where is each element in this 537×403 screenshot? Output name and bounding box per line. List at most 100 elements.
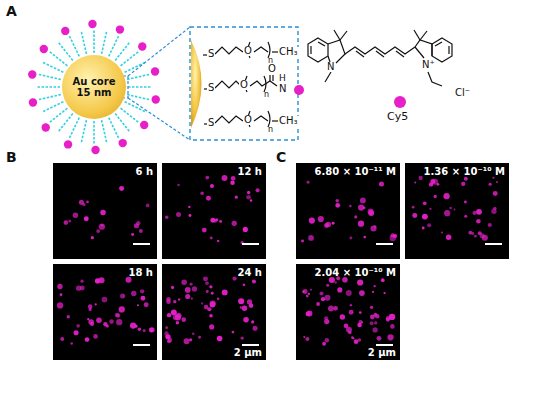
- cell-image: [53, 163, 157, 259]
- particle-spot: [60, 293, 63, 296]
- cy5-structure: [308, 30, 452, 86]
- particle-spot: [336, 199, 340, 203]
- particle-spot: [68, 219, 71, 222]
- chem-label: S: [207, 118, 215, 128]
- particle-spot: [209, 314, 213, 318]
- particle-spot: [210, 218, 215, 223]
- particle-spot: [443, 193, 449, 199]
- ligand-ray: [42, 102, 64, 112]
- particle-spot: [381, 278, 385, 282]
- particle-spot: [321, 297, 325, 301]
- scale-bar: [133, 243, 150, 245]
- particle-spot: [204, 305, 209, 310]
- particle-spot: [144, 302, 149, 307]
- particle-spot: [80, 286, 85, 291]
- particle-spot: [358, 320, 362, 324]
- particle-spot: [252, 279, 256, 283]
- particle-spot: [143, 329, 146, 332]
- particle-spot: [478, 231, 482, 235]
- particle-spot: [177, 184, 179, 186]
- particle-spot: [210, 184, 214, 188]
- particle-spot: [432, 179, 438, 185]
- particle-spot: [370, 306, 373, 309]
- ligand-chains: [203, 42, 278, 127]
- particle-spot: [446, 235, 452, 241]
- particle-spot: [351, 336, 354, 339]
- particle-spot: [165, 215, 169, 219]
- particle-spot: [374, 313, 378, 317]
- particle-spot: [73, 213, 78, 218]
- particle-spot: [372, 291, 374, 293]
- cell-image: [162, 163, 266, 259]
- ligand-ray: [81, 120, 86, 143]
- zoom-line: [128, 98, 190, 140]
- ligand-ray: [125, 102, 147, 112]
- particle-spot: [360, 197, 366, 203]
- dye-dots: [28, 20, 160, 154]
- particle-spot: [178, 298, 180, 300]
- scale-bar: [485, 243, 502, 245]
- particle-spot: [363, 236, 366, 239]
- particle-spot: [140, 296, 145, 301]
- particle-spot: [412, 213, 417, 218]
- chem-label: N: [278, 84, 287, 94]
- particle-spot: [100, 210, 106, 216]
- ligand-ray: [102, 120, 107, 143]
- condition-label: 2.04 × 10⁻¹⁰ M: [315, 268, 396, 278]
- particle-spot: [316, 302, 320, 306]
- particle-spot: [192, 286, 197, 291]
- particle-spot: [444, 210, 450, 216]
- fluorescence-image: 1.36 × 10⁻¹⁰ M: [405, 163, 509, 259]
- particle-spot: [337, 287, 342, 292]
- gold-surface: [191, 40, 202, 128]
- particle-spot: [119, 186, 124, 191]
- condition-label: 1.36 × 10⁻¹⁰ M: [424, 167, 505, 177]
- particle-spot: [308, 293, 310, 295]
- particle-spot: [217, 240, 220, 243]
- particle-spot: [305, 311, 310, 316]
- particle-spot: [303, 336, 305, 338]
- particle-spot: [319, 291, 323, 295]
- dye-dot: [28, 70, 36, 78]
- particle-spot: [185, 287, 191, 293]
- particle-spot: [349, 205, 351, 207]
- particle-spot: [374, 321, 377, 324]
- particle-spot: [206, 290, 209, 293]
- condition-label: 6 h: [135, 167, 153, 177]
- particle-spot: [165, 326, 168, 329]
- particle-spot: [324, 223, 329, 228]
- particle-spot: [482, 235, 488, 241]
- ligand-ray: [49, 51, 68, 66]
- particle-spot: [253, 326, 258, 331]
- scale-bar: [133, 344, 150, 346]
- particle-spot: [139, 229, 143, 233]
- chem-label: H: [279, 74, 286, 83]
- dye-dot: [119, 139, 127, 147]
- particle-spot: [370, 321, 374, 325]
- particle-spot: [217, 336, 223, 342]
- particle-spot: [305, 337, 309, 341]
- ligand-ray: [49, 108, 68, 123]
- particle-spot: [306, 310, 312, 316]
- particle-spot: [307, 181, 310, 184]
- particle-spot: [434, 195, 437, 198]
- particle-spot: [359, 290, 365, 296]
- particle-spot: [326, 284, 329, 287]
- particle-spot: [91, 236, 94, 239]
- ligand-ray: [109, 35, 119, 57]
- scale-label: 2 μm: [368, 348, 396, 358]
- particle-spot: [306, 295, 309, 298]
- particle-spot: [414, 182, 416, 184]
- chem-label: CH₃: [278, 116, 299, 126]
- particle-spot: [358, 338, 362, 342]
- dye-dot: [29, 98, 37, 106]
- ligand-ray: [115, 42, 130, 61]
- particle-spot: [240, 336, 243, 339]
- particle-spot: [215, 218, 218, 221]
- particle-spot: [308, 235, 314, 241]
- particle-spot: [210, 301, 216, 307]
- particle-spot: [422, 227, 425, 230]
- cell-image: [405, 163, 509, 259]
- dye-dot: [138, 42, 146, 50]
- particle-spot: [303, 289, 308, 294]
